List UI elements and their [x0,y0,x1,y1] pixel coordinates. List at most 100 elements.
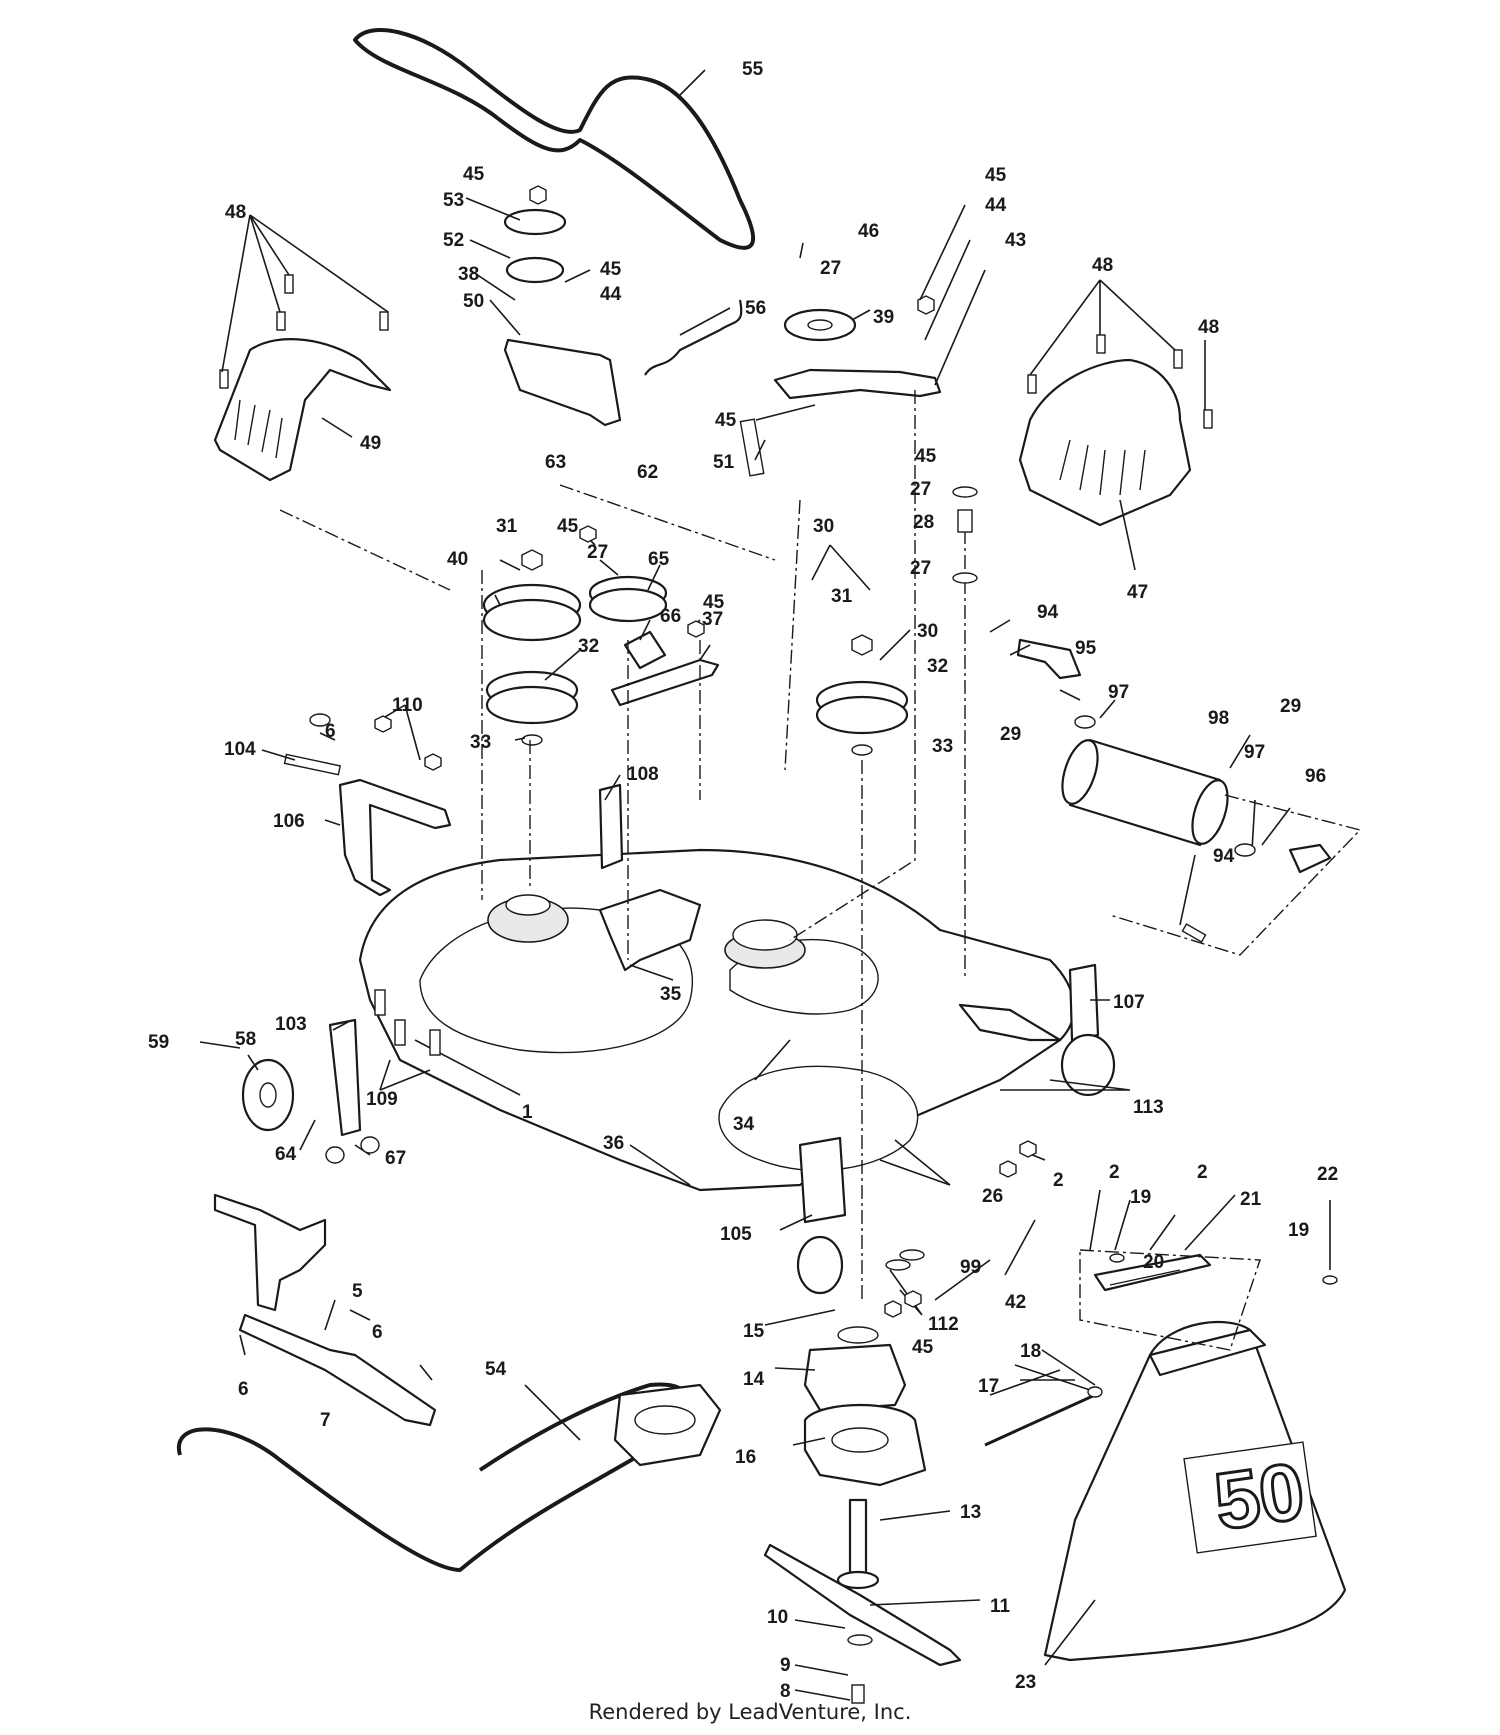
bolts-48-right [1027,334,1213,429]
washer-9 [847,1634,873,1646]
callout-53: 53 [443,190,464,211]
bracket-95 [1016,638,1082,680]
callout-94: 94 [1037,602,1059,623]
belt-guard-35 [598,888,702,972]
bracket-105 [796,1136,847,1295]
callout-94: 94 [1213,846,1235,867]
callout-39: 39 [873,307,894,328]
callout-16: 16 [735,1447,756,1468]
callout-98: 98 [1208,708,1229,729]
callout-95: 95 [1075,638,1097,659]
callout-29: 29 [1280,696,1301,717]
callout-31: 31 [831,586,853,607]
callout-19: 19 [1288,1220,1309,1241]
callout-6: 6 [372,1322,383,1343]
callout-45: 45 [463,164,485,185]
bracket-107 [958,963,1116,1097]
callout-42: 42 [1005,1292,1026,1313]
belt-cover-right-47 [1018,358,1192,527]
pulley-on-deck-center [724,919,806,969]
callout-44: 44 [600,284,622,305]
callout-21: 21 [1240,1189,1262,1210]
bracket-37 [610,658,720,707]
clutch-assembly [613,1383,722,1467]
callout-26: 26 [982,1186,1003,1207]
callout-32: 32 [578,636,599,657]
callout-18: 18 [1020,1341,1041,1362]
bolts-48-left [219,274,389,389]
spring-56 [644,299,743,376]
callout-45: 45 [600,259,622,280]
callout-106: 106 [273,811,305,832]
alignment-lines [279,390,1362,1351]
callout-45: 45 [557,516,579,537]
callout-30: 30 [813,516,834,537]
callout-2: 2 [1109,1162,1120,1183]
callout-40: 40 [447,549,468,570]
spring-51 [739,418,765,477]
callout-52: 52 [443,230,464,251]
callout-35: 35 [660,984,682,1005]
callout-28: 28 [913,512,934,533]
callout-22: 22 [1317,1164,1338,1185]
callout-48: 48 [1198,317,1219,338]
callout-14: 14 [743,1369,765,1390]
callout-107: 107 [1113,992,1145,1013]
callout-64: 64 [275,1144,297,1165]
deck-size-decal: 50 [1209,1446,1310,1547]
callout-34: 34 [733,1114,755,1135]
gauge-wheel-58 [241,1058,295,1132]
spindle-shield-16 [803,1403,927,1487]
callout-37: 37 [702,609,723,630]
callout-38: 38 [458,264,479,285]
rod-17 [984,1393,1096,1447]
hardware-details [309,486,1338,1398]
pin-104 [283,753,342,776]
callout-2: 2 [1053,1170,1064,1191]
callout-51: 51 [713,452,735,473]
pulley-stack-left [482,549,582,746]
spindle-housing-14 [803,1326,907,1412]
callout-33: 33 [470,732,491,753]
belt-cover-left-49 [213,338,392,482]
callout-5: 5 [352,1281,363,1302]
callout-48: 48 [1092,255,1113,276]
chute-spring-20 [1093,1253,1212,1292]
callout-17: 17 [978,1376,999,1397]
callout-56: 56 [745,298,766,319]
callout-6: 6 [238,1379,249,1400]
callout-97: 97 [1244,742,1265,763]
callout-27: 27 [910,558,931,579]
callout-32: 32 [927,656,948,677]
spindle-on-deck-left [487,894,569,943]
callout-27: 27 [587,542,608,563]
belt-55 [353,28,755,250]
callout-45: 45 [915,446,937,467]
footer-credit: Rendered by LeadVenture, Inc. [588,1700,912,1724]
link-7 [238,1313,437,1427]
bracket-106 [338,778,452,897]
callout-27: 27 [820,258,841,279]
mower-deck-1 [358,848,1076,1192]
callout-103: 103 [275,1014,307,1035]
callout-11: 11 [990,1596,1011,1617]
callout-45: 45 [703,592,725,613]
callout-58: 58 [235,1029,256,1050]
callout-112: 112 [928,1314,959,1335]
bracket-108 [598,783,624,870]
callout-23: 23 [1015,1672,1036,1693]
spindle-shaft-13 [836,1498,880,1590]
callout-45: 45 [985,165,1007,186]
callout-108: 108 [627,764,659,785]
callout-104: 104 [224,739,256,760]
bracket-103 [328,1018,362,1137]
callout-97: 97 [1108,682,1129,703]
bracket-66 [623,630,667,670]
leader-lines [199,69,1331,1701]
callout-67: 67 [385,1148,406,1169]
idler-bracket-50 [503,185,622,427]
discharge-chute-23 [1043,1320,1347,1662]
callout-8: 8 [780,1681,791,1702]
callout-50: 50 [463,291,484,312]
callout-54: 54 [485,1359,507,1380]
